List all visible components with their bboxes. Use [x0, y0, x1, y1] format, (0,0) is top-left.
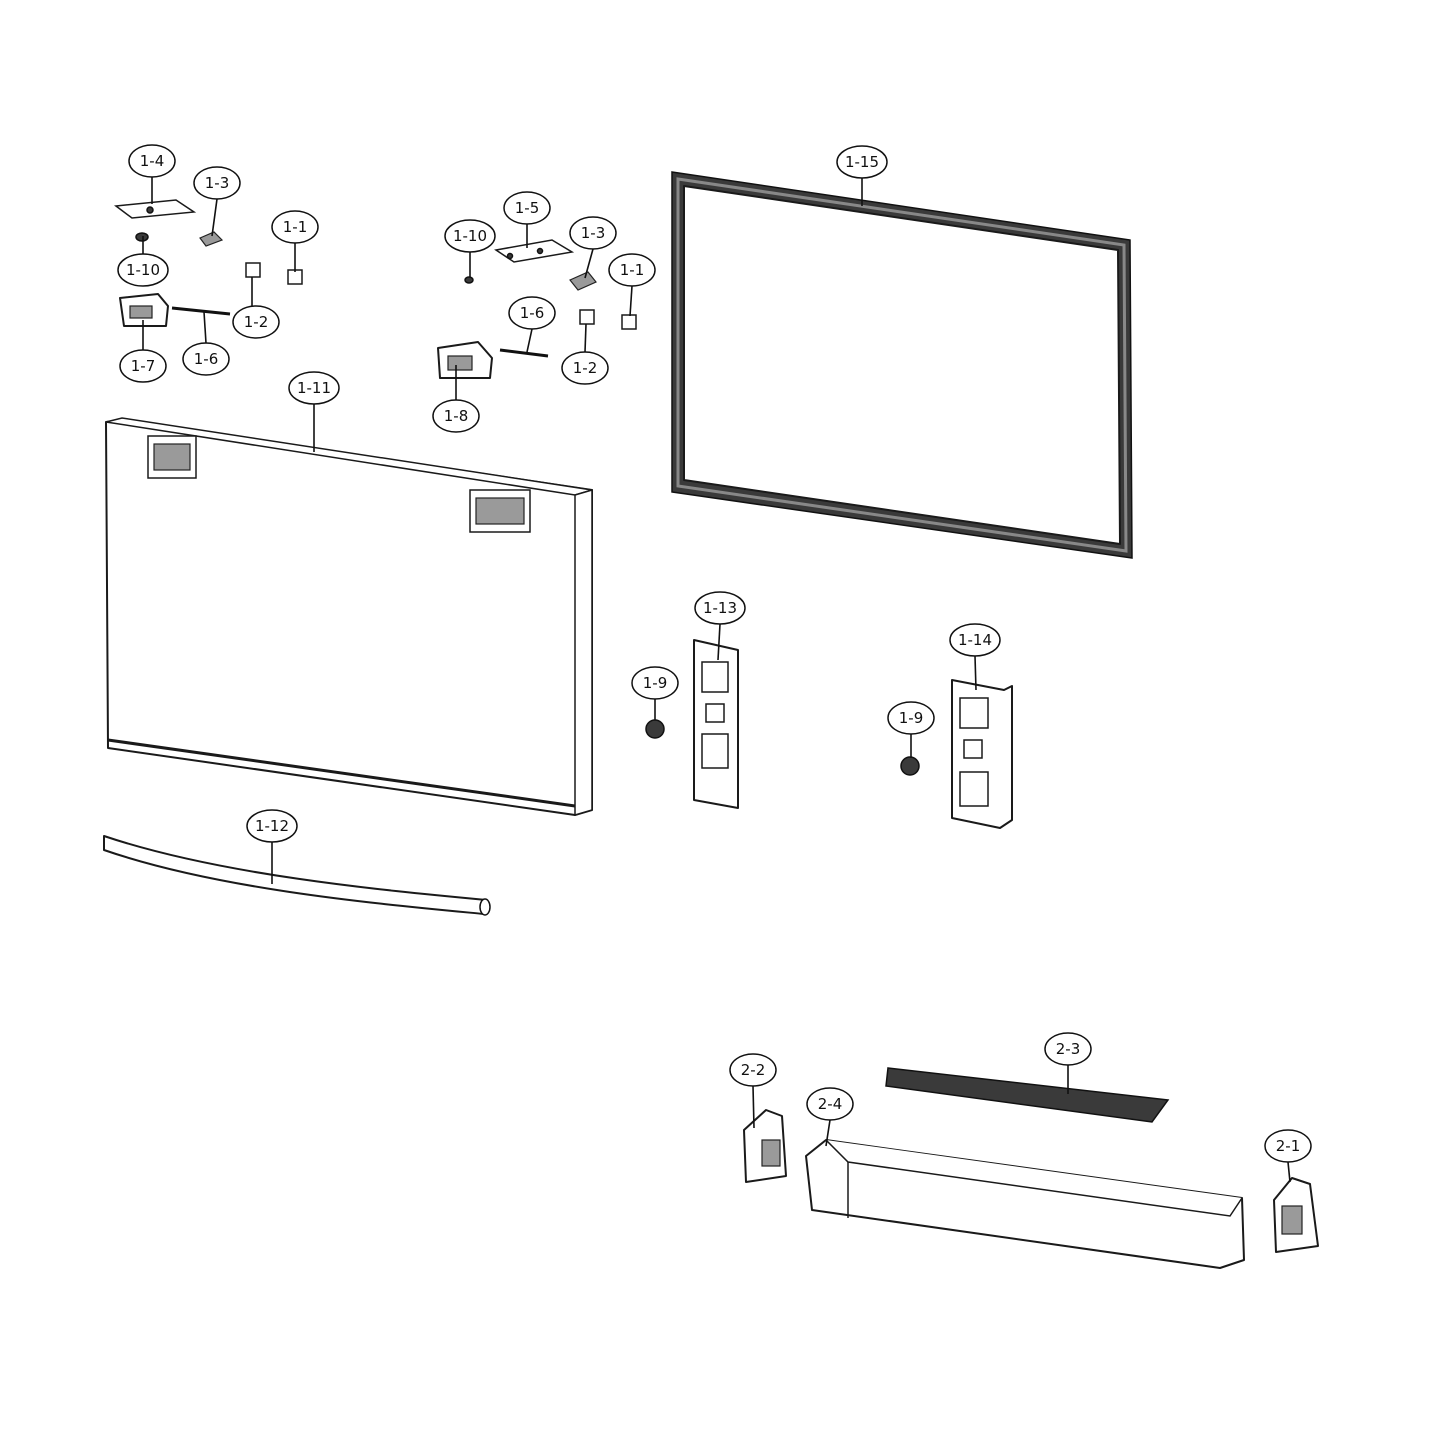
callout-1-3-center: 1-3 — [569, 216, 617, 250]
callout-1-13: 1-13 — [694, 591, 746, 625]
part-2-1-bin-side-right — [1273, 1177, 1319, 1253]
svg-text:1-4: 1-4 — [140, 152, 165, 170]
part-1-7-hinge-bracket — [119, 293, 169, 327]
svg-text:1-8: 1-8 — [444, 407, 469, 425]
callout-1-2-center: 1-2 — [561, 351, 609, 385]
part-1-10-screw-center — [464, 276, 474, 284]
part-1-8-hinge-bracket — [437, 341, 493, 379]
part-1-15-gasket — [671, 171, 1133, 559]
svg-text:1-2: 1-2 — [573, 359, 598, 377]
callout-1-14: 1-14 — [949, 623, 1001, 657]
callout-1-5: 1-5 — [503, 191, 551, 225]
callout-1-2-left: 1-2 — [232, 305, 280, 339]
part-2-2-bin-side-left — [743, 1109, 787, 1183]
part-1-6-pin-center — [499, 348, 549, 358]
part-1-9-cap-right — [900, 756, 920, 776]
part-1-4-hinge-cover — [114, 199, 197, 219]
part-1-11-door-panel — [105, 417, 593, 817]
svg-text:1-2: 1-2 — [244, 313, 269, 331]
callout-2-4: 2-4 — [806, 1087, 854, 1121]
part-1-14-bracket — [951, 679, 1013, 829]
callout-1-1-center: 1-1 — [608, 253, 656, 287]
svg-text:1-10: 1-10 — [453, 227, 487, 245]
callout-1-6-center: 1-6 — [508, 296, 556, 330]
part-1-9-cap-left — [645, 719, 665, 739]
part-1-2-cap — [245, 262, 261, 278]
part-1-3-hinge-spring-center — [569, 271, 597, 291]
svg-text:1-10: 1-10 — [126, 261, 160, 279]
callout-1-3-left: 1-3 — [193, 166, 241, 200]
callout-1-6-left: 1-6 — [182, 342, 230, 376]
part-1-12-handle — [103, 835, 491, 916]
callout-1-15: 1-15 — [836, 145, 888, 179]
part-1-3-hinge-spring — [199, 231, 224, 247]
leader-lines — [142, 177, 1291, 1183]
svg-text:1-11: 1-11 — [297, 379, 331, 397]
part-1-6-pin — [171, 306, 231, 316]
callout-1-7: 1-7 — [119, 349, 167, 383]
svg-text:1-1: 1-1 — [283, 218, 308, 236]
svg-text:1-9: 1-9 — [643, 674, 668, 692]
callout-2-2: 2-2 — [729, 1053, 777, 1087]
callout-2-3: 2-3 — [1044, 1032, 1092, 1066]
part-1-2-cap-center — [579, 309, 595, 325]
callout-1-8: 1-8 — [432, 399, 480, 433]
part-1-1-bushing — [287, 269, 303, 285]
svg-text:1-15: 1-15 — [845, 153, 879, 171]
svg-text:1-12: 1-12 — [255, 817, 289, 835]
callout-2-1: 2-1 — [1264, 1129, 1312, 1163]
svg-text:2-1: 2-1 — [1276, 1137, 1301, 1155]
callout-1-4: 1-4 — [128, 144, 176, 178]
svg-text:2-3: 2-3 — [1056, 1040, 1081, 1058]
callout-1-1-left: 1-1 — [271, 210, 319, 244]
callout-1-10-left: 1-10 — [117, 253, 169, 287]
part-1-5-hinge-cover — [494, 239, 575, 263]
callout-1-9-right: 1-9 — [887, 701, 935, 735]
svg-text:1-9: 1-9 — [899, 709, 924, 727]
part-2-3-bin-cover — [885, 1067, 1170, 1123]
svg-text:1-13: 1-13 — [703, 599, 737, 617]
svg-text:1-14: 1-14 — [958, 631, 992, 649]
svg-text:1-3: 1-3 — [205, 174, 230, 192]
svg-text:2-2: 2-2 — [741, 1061, 766, 1079]
part-1-13-bracket — [693, 639, 739, 809]
svg-text:1-1: 1-1 — [620, 261, 645, 279]
callout-1-10-center: 1-10 — [444, 219, 496, 253]
callout-1-11: 1-11 — [288, 371, 340, 405]
callout-1-12: 1-12 — [246, 809, 298, 843]
part-1-1-bushing-center — [621, 314, 637, 330]
svg-text:1-3: 1-3 — [581, 224, 606, 242]
svg-text:1-6: 1-6 — [520, 304, 545, 322]
callout-1-9-left: 1-9 — [631, 666, 679, 700]
svg-text:1-6: 1-6 — [194, 350, 219, 368]
svg-text:1-5: 1-5 — [515, 199, 540, 217]
part-2-4-door-bin — [805, 1139, 1245, 1269]
svg-text:1-7: 1-7 — [131, 357, 156, 375]
part-1-10-screw — [135, 232, 149, 242]
svg-text:2-4: 2-4 — [818, 1095, 843, 1113]
